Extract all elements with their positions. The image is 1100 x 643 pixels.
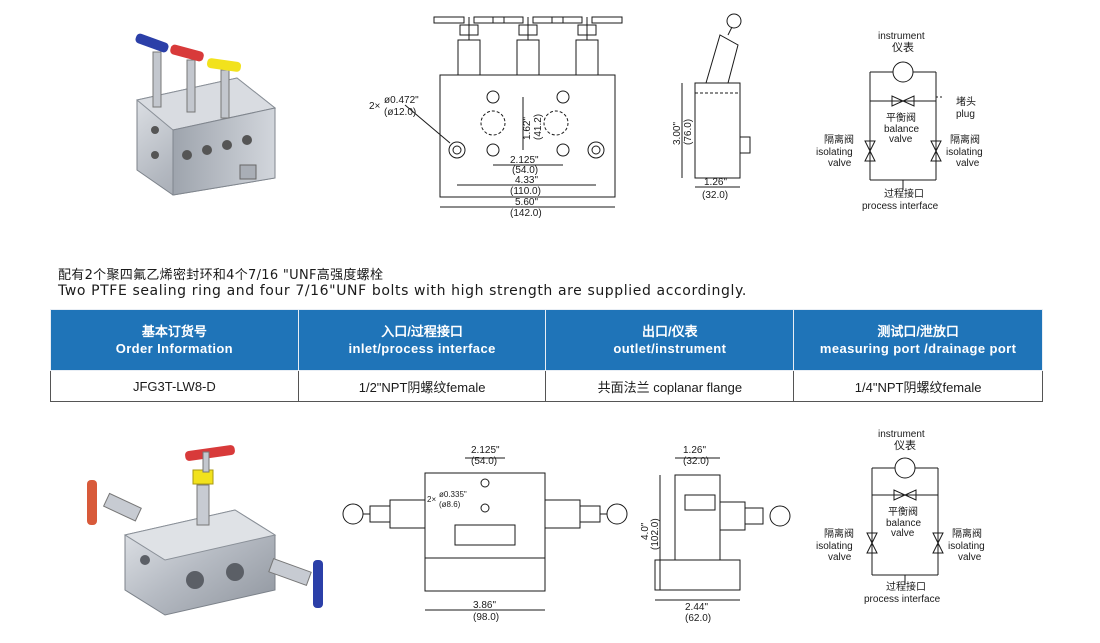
schematic-iso-left-cn: 隔离阀 xyxy=(824,133,854,146)
side-view-drawing-bottom: 1.26" (32.0) 4.0" (102.0) 2.44" (62.0) xyxy=(640,445,791,624)
schematic-instrument-en: instrument xyxy=(878,31,925,42)
header-cn: 基本订货号 xyxy=(141,324,207,339)
schematic-iso-left-en1: isolating xyxy=(816,147,853,158)
header-en: Order Information xyxy=(115,341,234,356)
bs-h-mm: (102.0) xyxy=(650,518,661,550)
b-hole-in: ø0.335" xyxy=(439,490,467,499)
cell-outlet: 共面法兰 coplanar flange xyxy=(545,370,795,402)
b-schematic-iso-left-en2: valve xyxy=(828,552,852,563)
bs-h-in: 4.0" xyxy=(640,522,651,540)
b-schematic-balance-cn: 平衡阀 xyxy=(888,505,918,518)
b-schematic-iso-left-en1: isolating xyxy=(816,541,853,552)
valve-schematic-bottom: instrument 仪表 平衡阀 balance valve 隔离阀 isol… xyxy=(816,429,985,605)
product-photo-top xyxy=(135,33,277,196)
schematic-balance-en2: valve xyxy=(889,134,913,145)
schematic-plug-en: plug xyxy=(956,109,975,120)
schematic-iso-right-cn: 隔离阀 xyxy=(950,133,980,146)
b-bot-mm: (98.0) xyxy=(473,612,499,623)
supply-note-cn: 配有2个聚四氟乙烯密封环和4个7/16 "UNF高强度螺栓 xyxy=(58,268,384,283)
table-row: JFG3T-LW8-D 1/2"NPT阴螺纹female 共面法兰 coplan… xyxy=(50,370,1043,402)
schematic-balance-en1: balance xyxy=(884,124,919,135)
header-inlet: 入口/过程接口 inlet/process interface xyxy=(297,309,547,371)
supply-note-en: Two PTFE sealing ring and four 7/16"UNF … xyxy=(58,283,747,299)
schematic-iso-right-en2: valve xyxy=(956,158,980,169)
b-schematic-process-cn: 过程接口 xyxy=(886,580,926,593)
side-w-mm: (32.0) xyxy=(702,190,728,201)
header-en: measuring port /drainage port xyxy=(819,341,1017,356)
b-thread-note: 2× xyxy=(427,495,436,504)
b-schematic-balance-en2: valve xyxy=(891,528,915,539)
b-schematic-instrument-en: instrument xyxy=(878,429,925,440)
schematic-instrument-cn: 仪表 xyxy=(892,40,914,54)
side-w-in: 1.26" xyxy=(704,177,727,188)
d1-mm: (54.0) xyxy=(512,165,538,176)
side-view-drawing-top: 3.00" (76.0) 1.26" (32.0) xyxy=(672,13,751,201)
bs-bot-mm: (62.0) xyxy=(685,613,711,624)
hole-dim-in: ø0.472" xyxy=(384,95,419,106)
schematic-process-cn: 过程接口 xyxy=(884,187,924,200)
front-view-drawing-top: 2× ø0.472" (ø12.0) 1.62" (41.2) 2.125" (… xyxy=(369,16,623,219)
b-schematic-balance-en1: balance xyxy=(886,518,921,529)
side-h-mm: (76.0) xyxy=(683,119,694,145)
bs-bot-in: 2.44" xyxy=(685,602,708,613)
hole-dim-mm: (ø12.0) xyxy=(384,107,416,118)
header-outlet: 出口/仪表 outlet/instrument xyxy=(545,309,795,371)
b-schematic-instrument-cn: 仪表 xyxy=(894,438,916,452)
cell-inlet: 1/2"NPT阴螺纹female xyxy=(297,370,547,402)
b-top-mm: (54.0) xyxy=(471,456,497,467)
front-view-drawing-bottom: 2.125" (54.0) 2× ø0.335" (ø8.6) 3.86" (9… xyxy=(342,445,628,623)
b-bot-in: 3.86" xyxy=(473,600,496,611)
thread-note: 2× xyxy=(369,101,381,112)
header-cn: 出口/仪表 xyxy=(642,324,698,339)
schematic-iso-left-en2: valve xyxy=(828,158,852,169)
cell-measuring-port: 1/4"NPT阴螺纹female xyxy=(793,370,1043,402)
schematic-iso-right-en1: isolating xyxy=(946,147,983,158)
b-schematic-process-en: process interface xyxy=(864,594,941,605)
d1-in: 2.125" xyxy=(510,155,539,166)
b-schematic-iso-right-en1: isolating xyxy=(948,541,985,552)
bs-top-mm: (32.0) xyxy=(683,456,709,467)
header-cn: 入口/过程接口 xyxy=(381,324,463,339)
b-schematic-iso-right-en2: valve xyxy=(958,552,982,563)
schematic-plug-cn: 堵头 xyxy=(956,95,976,108)
header-en: outlet/instrument xyxy=(613,341,727,356)
bs-top-in: 1.26" xyxy=(683,445,706,456)
header-measuring-port: 测试口/泄放口 measuring port /drainage port xyxy=(793,309,1043,371)
schematic-process-en: process interface xyxy=(862,201,939,212)
schematic-balance-cn: 平衡阀 xyxy=(886,111,916,124)
d3-in: 5.60" xyxy=(515,197,538,208)
d3-mm: (142.0) xyxy=(510,208,542,219)
d2-mm: (110.0) xyxy=(510,186,541,197)
table-header-row: 基本订货号 Order Information 入口/过程接口 inlet/pr… xyxy=(50,309,1043,371)
b-schematic-iso-left-cn: 隔离阀 xyxy=(824,527,854,540)
order-table: 基本订货号 Order Information 入口/过程接口 inlet/pr… xyxy=(50,309,1043,402)
b-hole-mm: (ø8.6) xyxy=(439,500,461,509)
cell-order-number: JFG3T-LW8-D xyxy=(50,370,299,402)
b-top-in: 2.125" xyxy=(471,445,500,456)
b-schematic-iso-right-cn: 隔离阀 xyxy=(952,527,982,540)
v-dim-mm: (41.2) xyxy=(533,114,544,140)
header-order-info: 基本订货号 Order Information xyxy=(50,309,299,371)
v-dim-in: 1.62" xyxy=(522,117,533,140)
header-cn: 测试口/泄放口 xyxy=(877,324,959,339)
valve-schematic-top: instrument 仪表 堵头 plug 平衡阀 balance valve … xyxy=(816,31,983,212)
header-en: inlet/process interface xyxy=(348,341,496,356)
side-h-in: 3.00" xyxy=(672,122,683,145)
d2-in: 4.33" xyxy=(515,175,538,186)
product-photo-bottom xyxy=(87,445,323,616)
